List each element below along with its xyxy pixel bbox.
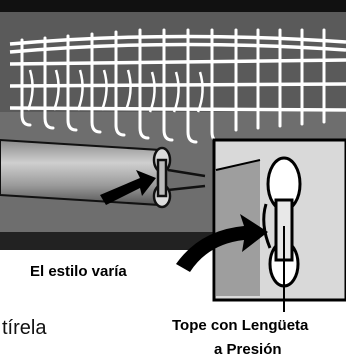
roller-tube bbox=[0, 138, 161, 207]
push-arrow-icon bbox=[176, 214, 268, 272]
tab-stop-label-line2: a Presión bbox=[214, 341, 282, 358]
pull-instruction-text: tírela bbox=[2, 317, 47, 339]
tab-stop-clip bbox=[152, 146, 206, 209]
pointer-arrow-icon bbox=[100, 170, 156, 205]
inset-detail bbox=[176, 138, 346, 312]
tab-stop-label-line1: Tope con Lengüeta bbox=[172, 317, 309, 334]
main-illustration bbox=[0, 0, 346, 250]
style-varies-label: El estilo varía bbox=[30, 263, 127, 280]
